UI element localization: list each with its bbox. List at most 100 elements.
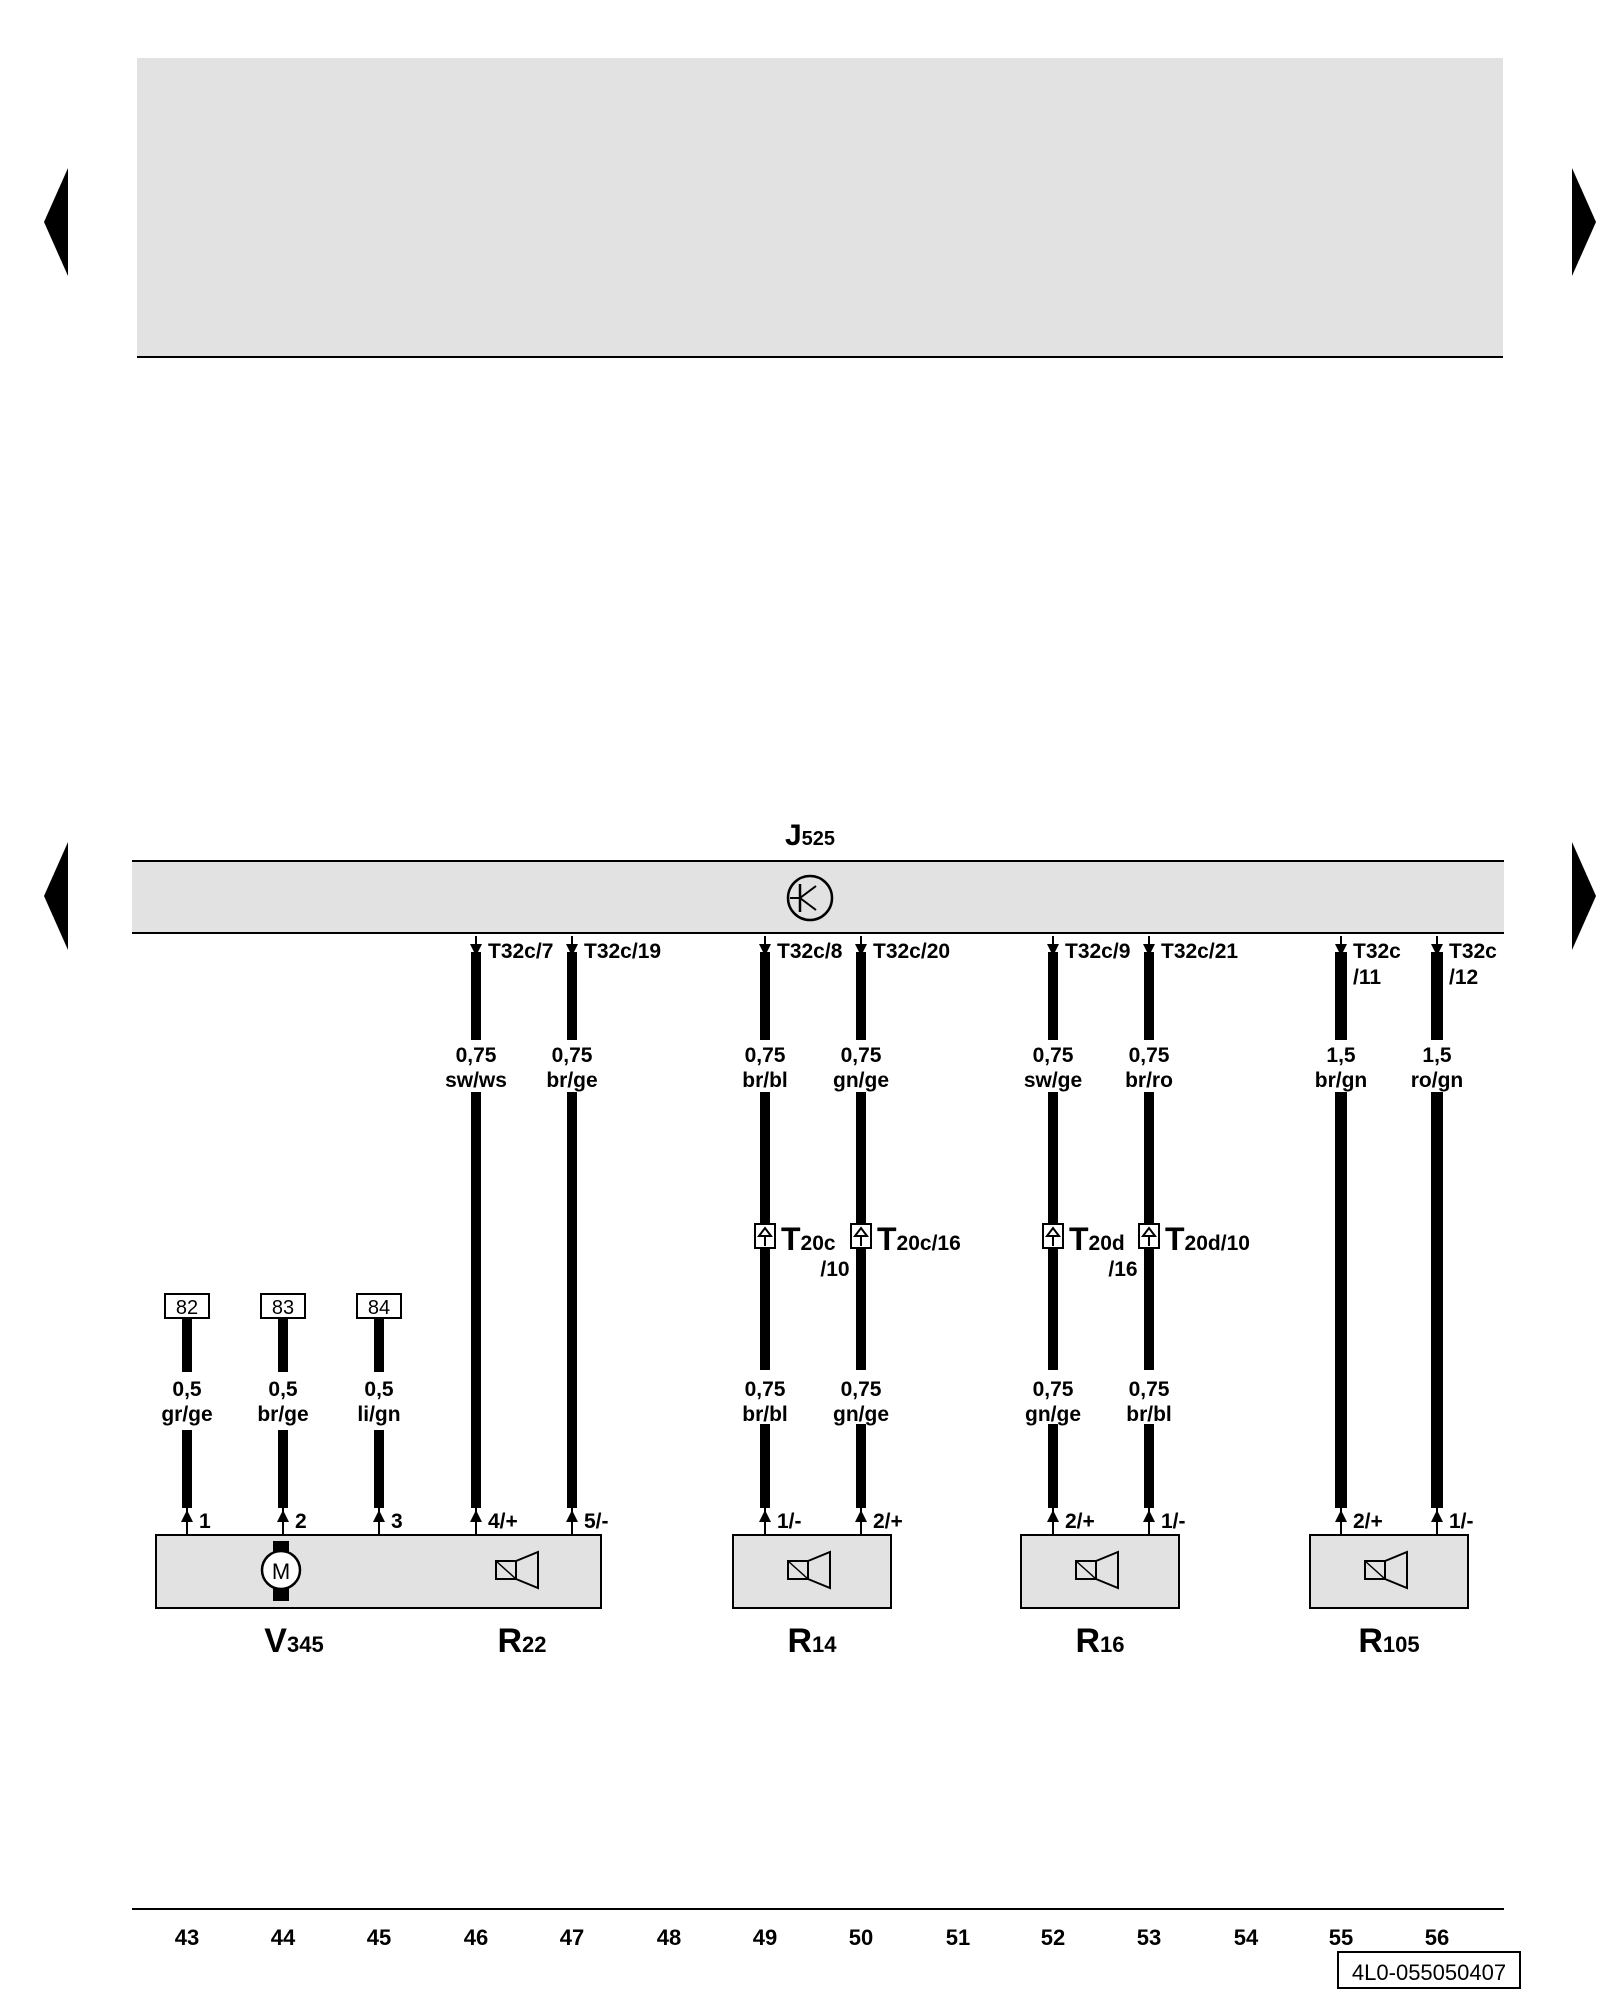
component-pin-label: 2/+ [873,1510,903,1533]
wire-size-label: 0,75 [1033,1044,1074,1067]
component-pin-label: 3 [391,1510,403,1533]
r105-box [1309,1534,1469,1609]
track-number: 49 [753,1925,777,1950]
track-number: 56 [1425,1925,1449,1950]
reference-wire-84: 84 0,5li/gn 3 [356,1293,403,1534]
track-number: 52 [1041,1925,1065,1950]
motor-icon: M [260,1541,302,1601]
connector-label: T20c [781,1221,836,1257]
control-unit-box [132,861,1504,933]
component-pin-label: 2/+ [1065,1510,1095,1533]
reference-wire-82: 820,5gr/ge1 [161,1293,213,1534]
track-number: 46 [464,1925,488,1950]
wire-pin-label: T32c/19 [584,940,661,963]
wire-size-label-lower: 0,75 [745,1378,786,1401]
speaker-icon [495,1550,539,1590]
connector-label: T20d/10 [1165,1221,1250,1257]
wire-size-label: 1,5 [1326,1044,1356,1067]
component-pin-label: 4/+ [488,1510,518,1533]
wire-color-label: sw/ge [1024,1069,1082,1092]
wire-size-label: 1,5 [1422,1044,1452,1067]
component-pin-label: 1 [199,1510,211,1533]
connector-icon [754,1223,776,1249]
wire-pin-label: T32c [1353,940,1401,963]
wire-size-label: 0,5 [268,1378,298,1401]
component-pin-label: 1/- [1449,1510,1474,1533]
upper-wires: T32c/70,75sw/ws4/+T32c/190,75br/ge5/-T32… [445,936,1497,1534]
wire-size-label-lower: 0,75 [841,1378,882,1401]
speaker-icon [1364,1550,1408,1590]
reference-box[interactable] [260,1293,306,1319]
connector-label: T20c/16 [877,1221,961,1257]
component-pin-label: 1/- [1161,1510,1186,1533]
speaker-icon [1075,1550,1119,1590]
track-number: 45 [367,1925,391,1950]
track-number: 54 [1234,1925,1259,1950]
component-label-r14: R14 [787,1622,837,1660]
connector-pin-label: /16 [1108,1258,1137,1281]
wire-T32c-11: T32c/111,5br/gn2/+ [1315,936,1401,1534]
track-number: 47 [560,1925,584,1950]
amplifier-symbol-icon [786,874,834,922]
wire-color-label: br/ro [1125,1069,1173,1092]
reference-label: 82 [176,1297,198,1319]
track-number: 44 [271,1925,296,1950]
reference-label: 83 [272,1297,294,1319]
reference-box[interactable] [164,1293,210,1319]
speaker-icon [787,1550,831,1590]
wire-size-label: 0,75 [1129,1044,1170,1067]
connector-icon [850,1223,872,1249]
wire-color-label-lower: br/bl [742,1403,788,1426]
wire-size-label: 0,5 [172,1378,202,1401]
wire-size-label: 0,75 [841,1044,882,1067]
wire-size-label: 0,75 [456,1044,497,1067]
previous-section-arrow-icon[interactable] [44,842,68,950]
doc-id: 4L0-055050407 [1352,1960,1506,1985]
connector-icon [1138,1223,1160,1249]
wire-color-label-lower: gn/ge [1025,1403,1081,1426]
v345-r22-box [155,1534,602,1609]
wire-pin-label-2: /12 [1449,966,1478,989]
component-label-r22: R22 [497,1622,546,1660]
previous-page-arrow-icon[interactable] [44,168,68,276]
next-page-arrow-icon[interactable] [1572,168,1596,276]
component-label-r105: R105 [1358,1622,1419,1660]
component-pin-label: 2/+ [1353,1510,1383,1533]
reference-box[interactable] [356,1293,402,1319]
wire-size-label-lower: 0,75 [1033,1378,1074,1401]
wire-color-label: gn/ge [833,1069,889,1092]
track-number: 48 [657,1925,681,1950]
svg-text:M: M [272,1559,290,1584]
track-number: 51 [946,1925,970,1950]
wire-color-label: sw/ws [445,1069,507,1092]
wire-size-label: 0,5 [364,1378,394,1401]
component-label-v345: V345 [264,1622,323,1660]
r16-box [1020,1534,1180,1609]
connector-pin-label: /10 [820,1258,849,1281]
component-pin-label: 5/- [584,1510,609,1533]
reference-label: 84 [368,1297,390,1319]
header-panel [137,58,1503,356]
reference-wire-83: 830,5br/ge2 [257,1293,309,1534]
r14-box [732,1534,892,1609]
wire-size-label-lower: 0,75 [1129,1378,1170,1401]
track-number: 43 [175,1925,199,1950]
wire-color-label: br/ge [546,1069,597,1092]
wire-color-label: li/gn [357,1403,400,1426]
wire-size-label: 0,75 [552,1044,593,1067]
wire-pin-label: T32c/20 [873,940,950,963]
component-pin-label: 1/- [777,1510,802,1533]
next-section-arrow-icon[interactable] [1572,842,1596,950]
doc-id-box [1337,1951,1521,1989]
wire-color-label: br/bl [742,1069,788,1092]
component-label-r16: R16 [1075,1622,1124,1660]
track-number: 53 [1137,1925,1161,1950]
track-number: 50 [849,1925,873,1950]
